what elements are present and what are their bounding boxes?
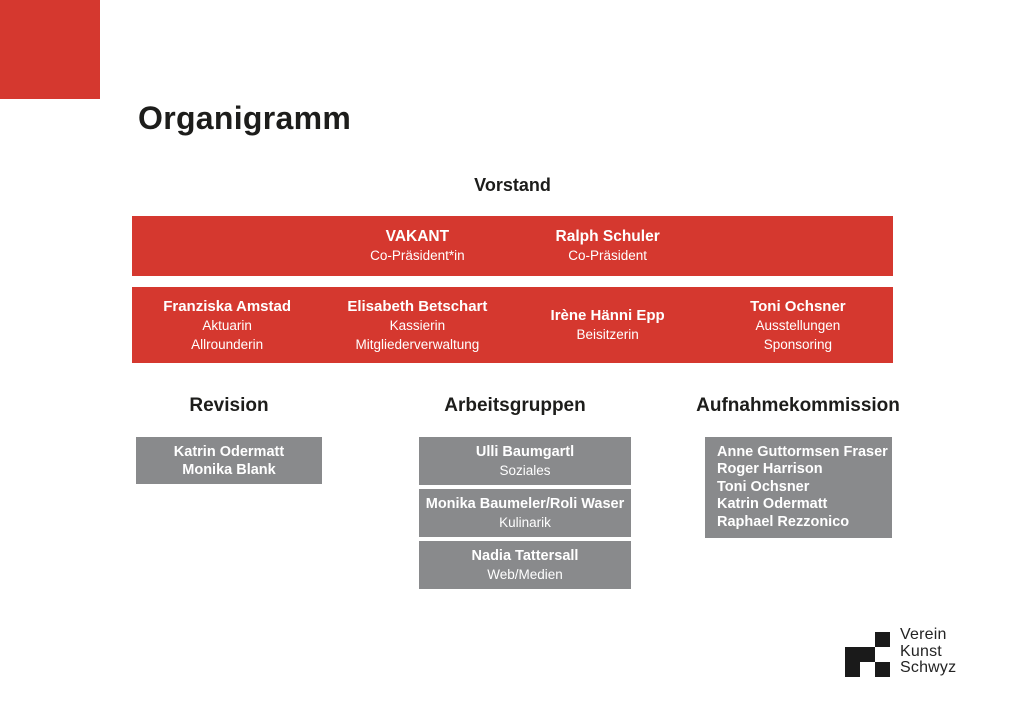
member-role: Aktuarin — [202, 317, 252, 333]
group-role: Soziales — [499, 462, 551, 478]
logo-pixel-filled — [845, 647, 860, 662]
member-name: Elisabeth Betschart — [347, 297, 488, 315]
arbeitsgruppe-box-kulinarik: Monika Baumeler/Roli Waser Kulinarik — [419, 489, 631, 537]
member-line: Katrin Odermatt — [717, 496, 828, 513]
member-role: Mitgliederverwaltung — [355, 336, 480, 352]
member-name: Ralph Schuler — [555, 228, 660, 245]
group-name: Nadia Tattersall — [471, 547, 579, 564]
logo-line: Kunst — [900, 642, 942, 660]
brand-accent-square — [0, 0, 100, 99]
group-name: Ulli Baumgartl — [475, 443, 575, 460]
arbeitsgruppe-box-web-medien: Nadia Tattersall Web/Medien — [419, 541, 631, 589]
group-name: Monika Baumeler/Roli Waser — [425, 495, 625, 512]
vorstand-cell-empty — [132, 216, 322, 276]
member-line: Katrin Odermatt — [173, 443, 285, 460]
logo-pixel-filled — [875, 662, 890, 677]
revision-box: Katrin Odermatt Monika Blank — [136, 437, 322, 484]
member-name: VAKANT — [385, 228, 450, 245]
revision-heading: Revision — [189, 395, 269, 416]
member-line: Roger Harrison — [717, 461, 823, 478]
arbeitsgruppen-heading: Arbeitsgruppen — [444, 395, 586, 416]
member-line: Monika Blank — [182, 461, 276, 478]
member-role: Kassierin — [389, 317, 446, 333]
vorstand-cell-ralph-schuler: Ralph Schuler Co-Präsident — [513, 216, 703, 276]
member-role: Sponsoring — [763, 336, 833, 352]
aufnahmekommission-box: Anne Guttormsen Fraser Roger Harrison To… — [705, 437, 892, 538]
member-line: Raphael Rezzonico — [717, 513, 850, 530]
logo-pixel-empty — [875, 647, 890, 662]
logo-line: Verein — [900, 626, 947, 643]
group-role: Web/Medien — [487, 566, 563, 582]
vorstand-row1-bar: VAKANT Co-Präsident*in Ralph Schuler Co-… — [132, 216, 893, 276]
member-role: Co-Präsident*in — [370, 248, 465, 263]
logo-pixel-empty — [860, 632, 875, 647]
logo-wordmark: Verein Kunst Schwyz — [900, 626, 957, 677]
vorstand-cell-irene-haenni-epp: Irène Hänni Epp Beisitzerin — [513, 287, 703, 363]
member-line: Anne Guttormsen Fraser — [717, 443, 888, 460]
member-name: Irène Hänni Epp — [550, 307, 665, 324]
vorstand-cell-vakant: VAKANT Co-Präsident*in — [322, 216, 512, 276]
member-role: Co-Präsident — [568, 248, 648, 263]
page-title: Organigramm — [138, 100, 352, 136]
aufnahmekommission-heading: Aufnahmekommission — [696, 395, 900, 416]
member-line: Toni Ochsner — [717, 478, 810, 495]
group-role: Kulinarik — [499, 514, 551, 530]
arbeitsgruppe-box-soziales: Ulli Baumgartl Soziales — [419, 437, 631, 485]
logo-pixel-filled — [860, 647, 875, 662]
vorstand-row2-bar: Franziska Amstad Aktuarin Allrounderin E… — [132, 287, 893, 363]
vorstand-cell-empty — [703, 216, 893, 276]
vorstand-heading: Vorstand — [474, 175, 551, 195]
member-role: Beisitzerin — [576, 327, 639, 342]
member-role: Allrounderin — [191, 336, 264, 352]
member-role: Ausstellungen — [755, 317, 841, 333]
member-name: Toni Ochsner — [750, 297, 846, 315]
logo-pixel-filled — [845, 662, 860, 677]
logo-pixel-empty — [845, 632, 860, 647]
logo-pixel-empty — [860, 662, 875, 677]
logo-line: Schwyz — [900, 659, 957, 676]
logo-pixel-filled — [875, 632, 890, 647]
checkered-pixel-logo-icon — [845, 632, 890, 677]
vorstand-cell-elisabeth-betschart: Elisabeth Betschart Kassierin Mitglieder… — [322, 287, 512, 363]
member-name: Franziska Amstad — [163, 297, 292, 315]
vorstand-cell-franziska-amstad: Franziska Amstad Aktuarin Allrounderin — [132, 287, 322, 363]
vorstand-cell-toni-ochsner: Toni Ochsner Ausstellungen Sponsoring — [703, 287, 893, 363]
